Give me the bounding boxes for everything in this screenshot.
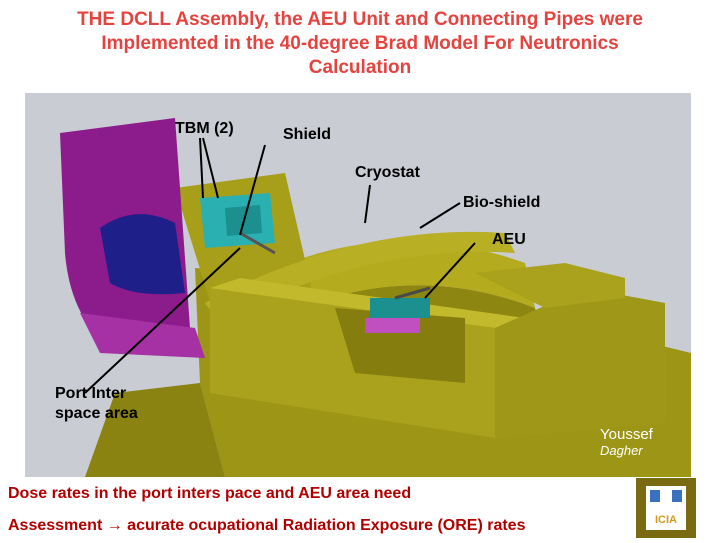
label-port-line-2: space area xyxy=(55,405,138,422)
title-line-1: THE DCLL Assembly, the AEU Unit and Conn… xyxy=(77,9,643,30)
pipe xyxy=(239,231,276,255)
aeu-base xyxy=(365,318,420,333)
pointer-cryostat xyxy=(364,184,371,224)
label-bioshield: Bio-shield xyxy=(463,194,541,211)
pointer-shield xyxy=(239,144,266,236)
title-line-3: Calculation xyxy=(308,57,412,78)
logo-graphic: ICIA xyxy=(646,486,686,530)
label-port-line-1: Port Inter xyxy=(55,385,127,402)
footer-line-1: Dose rates in the port inters pace and A… xyxy=(8,485,412,502)
slide-title: THE DCLL Assembly, the AEU Unit and Conn… xyxy=(40,8,680,80)
right-wing-top xyxy=(475,263,625,308)
pointer-aeu xyxy=(424,242,476,299)
pointer-tbm-2 xyxy=(202,137,219,199)
author-last-name: Dagher xyxy=(600,443,643,458)
logo-mark-left xyxy=(650,490,660,502)
aeu-pipe xyxy=(394,286,431,300)
pointer-bioshield xyxy=(419,202,461,229)
label-port-inter-space: Port Inter space area xyxy=(55,384,138,424)
author-credit: Youssef Dagher xyxy=(600,427,653,459)
label-shield: Shield xyxy=(283,126,332,143)
pointer-tbm-1 xyxy=(199,137,204,199)
cad-model-image: TBM (2) Shield Cryostat Bio-shield AEU P… xyxy=(25,93,691,477)
aeu-equipment xyxy=(370,298,430,318)
author-first-name: Youssef xyxy=(600,426,653,443)
logo-mark-right xyxy=(672,490,682,502)
title-line-2: Implemented in the 40-degree Brad Model … xyxy=(101,33,619,54)
port-corridor-top xyxy=(210,278,525,328)
institution-logo: ICIA xyxy=(636,478,696,538)
label-cryostat: Cryostat xyxy=(355,164,420,181)
label-aeu: AEU xyxy=(492,231,526,248)
logo-text: ICIA xyxy=(655,514,677,526)
blanket xyxy=(100,214,185,295)
vessel-base xyxy=(80,313,205,358)
footer-line-2: Assessment → acurate ocupational Radiati… xyxy=(8,517,526,534)
floor-front xyxy=(85,383,225,477)
footer-area: Dose rates in the port inters pace and A… xyxy=(0,477,720,540)
pointer-port xyxy=(84,247,241,394)
label-tbm: TBM (2) xyxy=(175,120,234,137)
right-wing xyxy=(495,288,665,438)
cad-model-drawing xyxy=(60,118,691,477)
